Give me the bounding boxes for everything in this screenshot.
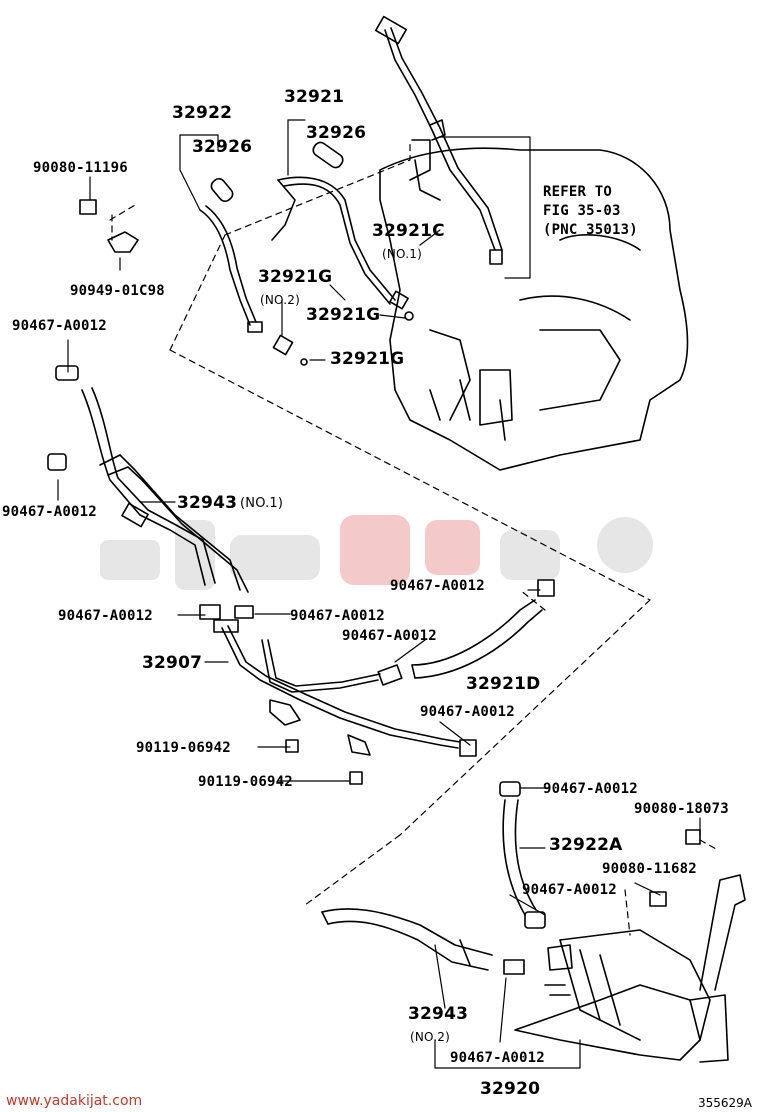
hose-32943-no1: [47, 365, 249, 593]
part-label-90080-11682: 90080-11682: [602, 861, 697, 877]
part-label-90467-center-mid: 90467-A0012: [290, 608, 385, 624]
hose-32943-no2: [321, 908, 493, 971]
dipstick-tube: [374, 15, 503, 265]
part-label-90467-top: 90467-A0012: [12, 318, 107, 334]
oil-cooler-assembly: [503, 829, 746, 1063]
part-label-90467-cooler: 90467-A0012: [522, 882, 617, 898]
hose-32922A: [499, 781, 546, 929]
part-label-32922: 32922: [172, 103, 233, 123]
part-label-90467-bottom: 90467-A0012: [450, 1050, 545, 1066]
figure-id: 355629A: [698, 1096, 753, 1110]
part-label-32926-left: 32926: [192, 137, 253, 157]
oil-cooler-pipes: [199, 141, 414, 366]
bracket-clamp: [79, 199, 139, 253]
dashed-region: [109, 139, 719, 936]
part-label-32943-no1: 32943: [177, 493, 238, 513]
part-label-32943-no1-sub: (NO.1): [240, 496, 284, 511]
part-label-32922A: 32922A: [549, 835, 623, 855]
part-label-32921C-sub: (NO.1): [382, 247, 422, 261]
watermark-url: www.yadakijat.com: [6, 1093, 143, 1109]
hose-32921D: [411, 599, 543, 679]
transmission-outline: [379, 147, 689, 471]
part-label-32921G-mid: 32921G: [306, 305, 381, 325]
part-label-90080-18073: 90080-18073: [634, 801, 729, 817]
part-label-32921G-no2-sub: (NO.2): [260, 293, 300, 307]
part-label-32926-right: 32926: [306, 123, 367, 143]
refer-line-2: FIG 35-03: [543, 203, 621, 219]
refer-line-3: (PNC 35013): [543, 222, 638, 238]
part-label-90467-left: 90467-A0012: [2, 504, 97, 520]
part-label-90467-right-mid: 90467-A0012: [390, 578, 485, 594]
part-label-90080-11196: 90080-11196: [33, 160, 128, 176]
part-label-32921G-no2: 32921G: [258, 267, 333, 287]
part-label-32920: 32920: [480, 1079, 541, 1099]
part-label-90467-left-mid: 90467-A0012: [58, 608, 153, 624]
watermark-logo: [100, 515, 653, 590]
part-label-90119-upper: 90119-06942: [136, 740, 231, 756]
part-label-90467-pipe-end: 90467-A0012: [420, 704, 515, 720]
refer-line-1: REFER TO: [543, 184, 613, 200]
part-label-90119-lower: 90119-06942: [198, 774, 293, 790]
part-label-32921G-low: 32921G: [330, 349, 405, 369]
part-label-32921C: 32921C: [372, 221, 445, 241]
part-label-32921D: 32921D: [466, 674, 541, 694]
part-label-90949-01C98: 90949-01C98: [70, 283, 165, 299]
part-label-32943-no2-sub: (NO.2): [410, 1030, 450, 1044]
part-label-32921: 32921: [284, 87, 345, 107]
part-label-90467-lower-right: 90467-A0012: [543, 781, 638, 797]
leader-lines: [57, 119, 701, 1069]
pipe-32907: [199, 579, 555, 785]
part-label-90467-hose-end: 90467-A0012: [342, 628, 437, 644]
part-label-32907: 32907: [142, 653, 203, 673]
part-label-32943-no2: 32943: [408, 1004, 469, 1024]
